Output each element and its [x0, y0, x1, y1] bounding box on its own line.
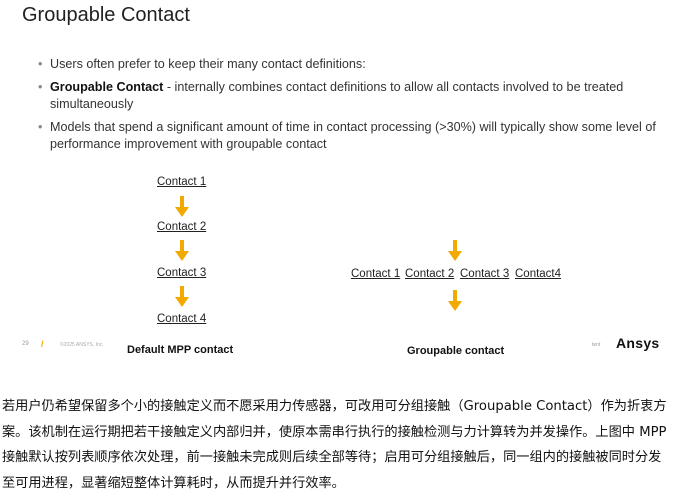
down-arrow-icon [175, 196, 189, 217]
down-arrow-icon [448, 240, 462, 261]
down-arrow-icon [448, 290, 462, 311]
slash-mark-icon: / [41, 339, 44, 349]
page-number: 29 [22, 341, 29, 347]
footer-word: tent [592, 342, 601, 348]
bullet-item: Models that spend a significant amount o… [38, 119, 658, 153]
bullet-bold: Groupable Contact [50, 80, 164, 94]
caption-groupable: Groupable contact [407, 345, 505, 357]
bullet-list: Users often prefer to keep their many co… [38, 56, 658, 159]
contact-label: Contact 1 [351, 268, 401, 280]
bullet-item: Users often prefer to keep their many co… [38, 56, 658, 73]
contact-label: Contact 1 [157, 176, 207, 188]
contact-label: Contact 3 [460, 268, 510, 280]
slide-title: Groupable Contact [22, 4, 190, 26]
ansys-logo: Ansys [616, 335, 660, 351]
down-arrow-icon [175, 286, 189, 307]
body-paragraph: 若用户仍希望保留多个小的接触定义而不愿采用力传感器，可改用可分组接触（Group… [2, 399, 667, 491]
contact-label: Contact 2 [405, 268, 455, 280]
slide-image: Groupable Contact Users often prefer to … [0, 0, 677, 364]
bullet-item: Groupable Contact - internally combines … [38, 79, 658, 113]
caption-default-mpp: Default MPP contact [127, 344, 234, 356]
bullet-text: Models that spend a significant amount o… [50, 120, 656, 151]
down-arrow-icon [175, 240, 189, 261]
contact-label: Contact4 [515, 268, 562, 280]
contact-label: Contact 4 [157, 313, 207, 325]
copyright-text: ©2025 ANSYS, Inc. [60, 342, 104, 348]
bullet-text: - internally combines contact definition… [50, 80, 624, 111]
contact-label: Contact 2 [157, 221, 207, 233]
bullet-text: Users often prefer to keep their many co… [50, 57, 366, 71]
contact-label: Contact 3 [157, 267, 207, 279]
